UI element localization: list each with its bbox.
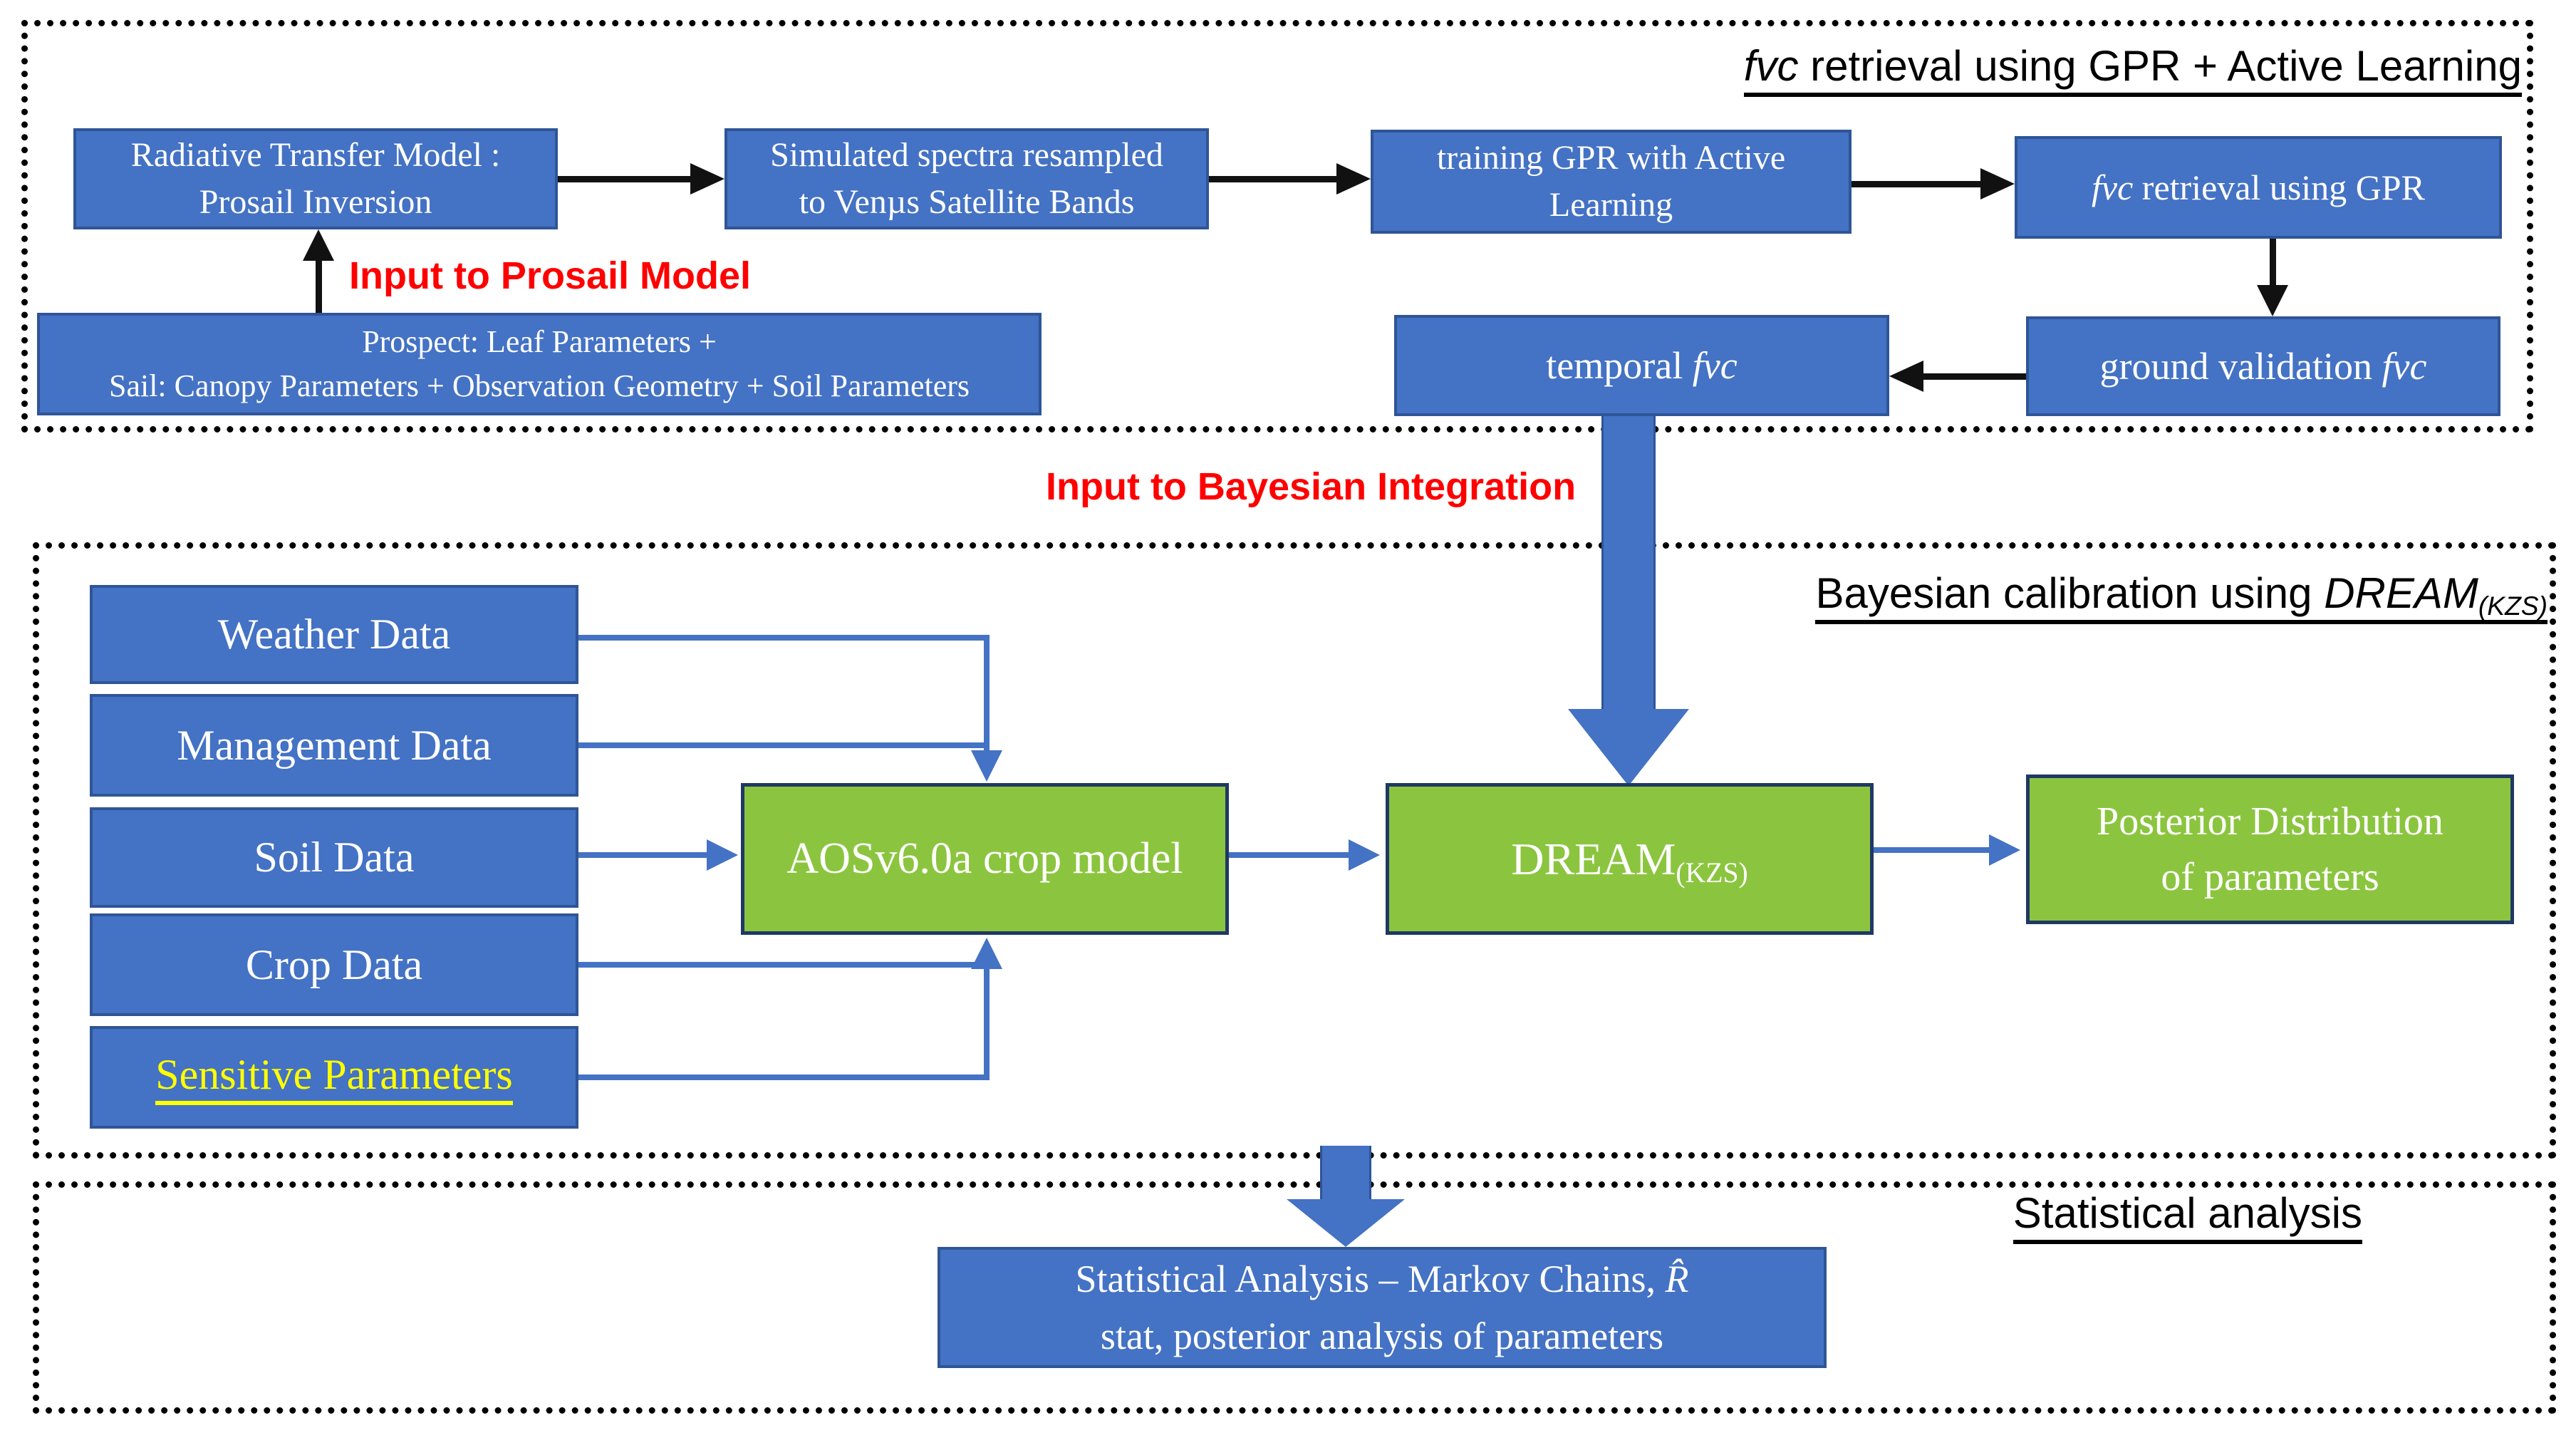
section2-title-kzs-subscript: (KZS) bbox=[2478, 591, 2548, 621]
box-simulated-spectra: Simulated spectra resampled to Venµs Sat… bbox=[724, 128, 1209, 229]
connector-soil-line bbox=[578, 852, 710, 858]
box-training-line1: training GPR with Active bbox=[1436, 139, 1786, 177]
temporal-fvc-italic: fvc bbox=[1692, 344, 1738, 387]
connector-bottom-collector-line bbox=[984, 965, 990, 1080]
box-simulated-line1: Simulated spectra resampled bbox=[770, 136, 1163, 174]
box-temporal-text: temporal fvc bbox=[1546, 343, 1737, 388]
section2-title-text: Bayesian calibration using DREAM(KZS) bbox=[1815, 569, 2548, 624]
box-prosail-inputs: Prospect: Leaf Parameters + Sail: Canopy… bbox=[37, 313, 1042, 415]
section3-title: Statistical analysis bbox=[2012, 1188, 2362, 1244]
box-dream-kzs: DREAM(KZS) bbox=[1386, 783, 1874, 935]
connector-dream-to-posterior-head bbox=[1989, 834, 2020, 866]
block-arrow-temporal-to-dream-head bbox=[1568, 709, 1689, 786]
arrow-ground-to-temporal-line bbox=[1922, 373, 2026, 380]
section-fvc-retrieval-frame bbox=[21, 20, 2533, 433]
arrow-sim-to-train-line bbox=[1209, 176, 1339, 182]
connector-top-collector-line bbox=[984, 635, 990, 753]
box-statistical-analysis: Statistical Analysis – Markov Chains, R̂… bbox=[938, 1247, 1827, 1368]
stat-box-line1: Statistical Analysis – Markov Chains, R̂ bbox=[1076, 1250, 1689, 1307]
box-prosail-inputs-line1: Prospect: Leaf Parameters + bbox=[362, 324, 717, 359]
dream-main: DREAM bbox=[1511, 833, 1676, 884]
sensitive-parameters-label: Sensitive Parameters bbox=[155, 1050, 513, 1105]
box-management-data: Management Data bbox=[90, 694, 578, 797]
arrow-rtm-to-sim-line bbox=[558, 176, 693, 182]
connector-aos-to-dream-head bbox=[1349, 839, 1380, 871]
box-radiative-line1: Radiative Transfer Model : bbox=[130, 136, 501, 174]
section2-title: Bayesian calibration using DREAM(KZS) bbox=[1815, 569, 2548, 624]
ground-pre: ground validation bbox=[2099, 345, 2382, 388]
box-ground-validation-fvc: ground validation fvc bbox=[2026, 316, 2500, 416]
section1-title-fvc: fvc bbox=[1743, 42, 1799, 90]
block-arrow-to-statistics-shaft bbox=[1320, 1146, 1371, 1201]
connector-crop-line bbox=[578, 962, 990, 968]
soil-data-label: Soil Data bbox=[254, 834, 415, 881]
posterior-line1: Posterior Distribution bbox=[2097, 799, 2443, 844]
box-aos-crop-model: AOSv6.0a crop model bbox=[741, 783, 1229, 935]
section3-title-text: Statistical analysis bbox=[2012, 1189, 2362, 1244]
box-weather-data: Weather Data bbox=[90, 585, 578, 684]
rhat-symbol: R̂ bbox=[1665, 1258, 1689, 1300]
dream-kzs-subscript: (KZS) bbox=[1676, 856, 1748, 889]
box-soil-data: Soil Data bbox=[90, 807, 578, 908]
box-simulated-line2: to Venµs Satellite Bands bbox=[799, 183, 1135, 221]
box-prosail-inputs-line2: Sail: Canopy Parameters + Observation Ge… bbox=[108, 368, 970, 403]
management-data-label: Management Data bbox=[177, 721, 492, 769]
posterior-line2: of parameters bbox=[2161, 855, 2379, 899]
ground-fvc-italic: fvc bbox=[2382, 345, 2427, 388]
arrow-rtm-to-sim-head bbox=[690, 163, 724, 195]
section1-title-rest: retrieval using GPR + Active Learning bbox=[1798, 42, 2522, 90]
fvc-retrieval-rest: retrieval using GPR bbox=[2133, 167, 2425, 207]
box-crop-data: Crop Data bbox=[90, 913, 578, 1016]
arrow-prosail-to-rtm-head bbox=[303, 229, 334, 261]
aos-crop-model-label: AOSv6.0a crop model bbox=[786, 834, 1183, 883]
box-sensitive-parameters: Sensitive Parameters bbox=[90, 1026, 578, 1129]
dream-kzs-label: DREAM(KZS) bbox=[1511, 833, 1748, 889]
connector-into-aos-top-head bbox=[971, 750, 1002, 782]
arrow-fvc-to-ground-line bbox=[2270, 239, 2276, 288]
arrow-train-to-fvc-line bbox=[1852, 181, 1983, 187]
temporal-pre: temporal bbox=[1546, 344, 1693, 387]
arrow-sim-to-train-head bbox=[1336, 163, 1371, 195]
section2-title-plain: Bayesian calibration using bbox=[1815, 569, 2325, 617]
connector-sensitive-line bbox=[578, 1074, 990, 1080]
connector-soil-head bbox=[707, 839, 738, 871]
arrow-train-to-fvc-head bbox=[1980, 168, 2015, 200]
box-training-gpr: training GPR with Active Learning bbox=[1371, 130, 1852, 234]
connector-into-aos-bottom-head bbox=[971, 938, 1002, 969]
box-fvc-retrieval-gpr: fvc retrieval using GPR bbox=[2015, 136, 2502, 239]
box-radiative-transfer-model: Radiative Transfer Model : Prosail Inver… bbox=[73, 128, 558, 229]
section-bayesian-calibration-frame bbox=[33, 542, 2556, 1159]
arrow-ground-to-temporal-head bbox=[1889, 361, 1923, 392]
connector-dream-to-posterior-line bbox=[1874, 847, 1992, 853]
box-ground-text: ground validation fvc bbox=[2100, 344, 2427, 388]
label-input-to-bayesian: Input to Bayesian Integration bbox=[1046, 465, 1577, 508]
label-input-to-prosail: Input to Prosail Model bbox=[349, 254, 751, 297]
arrow-prosail-to-rtm-line bbox=[316, 259, 322, 313]
section1-title: fvc retrieval using GPR + Active Learnin… bbox=[1743, 41, 2522, 97]
box-fvc-retrieval-text: fvc retrieval using GPR bbox=[2092, 167, 2425, 208]
box-radiative-line2: Prosail Inversion bbox=[199, 183, 432, 221]
crop-data-label: Crop Data bbox=[245, 941, 423, 988]
section2-title-dream: DREAM bbox=[2324, 569, 2478, 617]
block-arrow-temporal-to-dream-shaft bbox=[1601, 416, 1656, 710]
weather-data-label: Weather Data bbox=[217, 611, 451, 658]
connector-management-line bbox=[578, 742, 990, 748]
block-arrow-to-statistics-head bbox=[1287, 1199, 1405, 1247]
box-posterior-distribution: Posterior Distribution of parameters bbox=[2026, 775, 2514, 924]
stat-box-line2: stat, posterior analysis of parameters bbox=[1100, 1315, 1664, 1357]
section1-title-text: fvc retrieval using GPR + Active Learnin… bbox=[1743, 42, 2522, 97]
fvc-italic: fvc bbox=[2092, 167, 2134, 207]
box-training-line2: Learning bbox=[1549, 186, 1673, 224]
box-temporal-fvc: temporal fvc bbox=[1394, 315, 1889, 416]
arrow-fvc-to-ground-head bbox=[2257, 285, 2288, 316]
section-statistical-analysis-frame bbox=[33, 1181, 2556, 1414]
connector-aos-to-dream-line bbox=[1229, 852, 1351, 858]
stat-line1-text: Statistical Analysis – Markov Chains, bbox=[1075, 1258, 1666, 1300]
connector-weather-line bbox=[578, 635, 990, 641]
